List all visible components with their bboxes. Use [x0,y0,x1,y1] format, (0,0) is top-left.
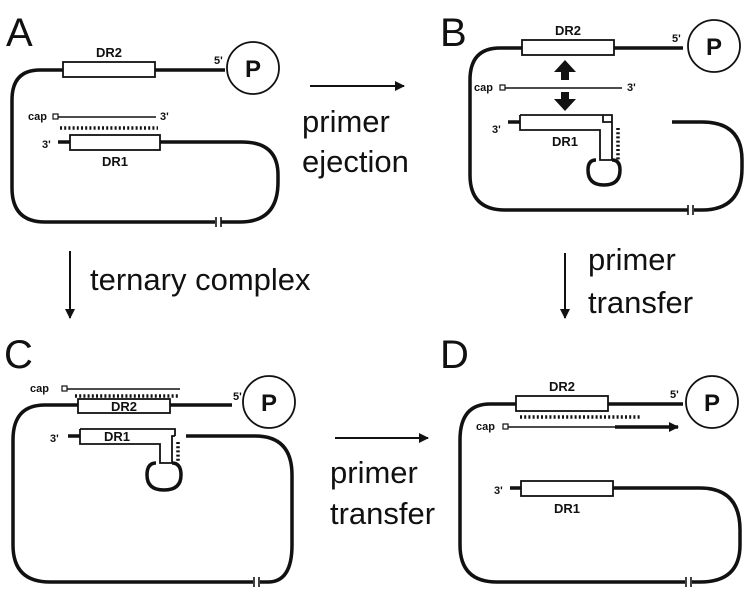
panel-c-letter: C [4,333,33,377]
panel-c-dr1-label: DR1 [104,429,130,444]
panel-a-dr1-box [69,134,161,151]
panel-c-protein-label: P [261,390,277,417]
panel-b-protein-label: P [706,34,722,61]
panel-a: A DR2 5' P cap 3' 3' DR1 [6,11,280,227]
panel-b-dr1-elbow [519,114,613,161]
panel-a-cap-marker [52,113,59,120]
panel-b-up-arrow [554,60,576,80]
panel-d-strand-three-prime: 3' [494,485,503,497]
panel-b: B DR2 5' P cap 3' 3' DR1 [440,11,744,215]
step-b-to-d-line-2: transfer [588,285,693,320]
step-a-to-b: primer ejection [302,81,409,179]
panel-d-circular-genome [458,402,742,584]
step-a-to-b-line-1: primer [302,104,390,139]
panel-d: D DR2 5' P cap 3' DR1 [440,333,742,587]
panel-a-primer-three-prime: 3' [160,111,169,123]
panel-d-letter: D [440,333,469,377]
panel-c-stem-loop [145,461,183,492]
step-c-to-d-line-2: transfer [330,496,435,531]
step-a-to-b-line-2: ejection [302,144,409,179]
panel-b-five-prime: 5' [672,33,681,45]
panel-b-letter: B [440,11,467,55]
panel-c-strand-three-prime: 3' [50,433,59,445]
panel-b-primer-three-prime: 3' [627,82,636,94]
panel-a-protein-circle [226,41,280,95]
panel-d-dr1-box [520,480,614,497]
panel-a-cap-label: cap [28,111,47,123]
panel-b-dr1-label: DR1 [552,134,578,149]
panel-d-five-prime: 5' [670,389,679,401]
panel-d-dr2-label: DR2 [549,379,575,394]
panel-b-protein-circle [687,19,741,73]
step-c-to-d-line-1: primer [330,455,418,490]
panel-a-circular-genome [10,68,280,224]
step-b-to-d: primer transfer [560,242,693,320]
panel-c-cap-marker [61,385,68,392]
step-a-to-c-line-1: ternary complex [90,262,311,297]
panel-a-letter: A [6,11,33,55]
panel-c-cap-label: cap [30,383,49,395]
panel-a-dr2-label: DR2 [96,45,122,60]
panel-d-protein-circle [685,375,739,429]
panel-b-dr2-label: DR2 [555,23,581,38]
panel-a-five-prime: 5' [214,55,223,67]
step-a-to-c: ternary complex [65,251,311,319]
panel-c-five-prime: 5' [233,391,242,403]
panel-c-dr2-label: DR2 [111,399,137,414]
panel-a-strand-three-prime: 3' [42,139,51,151]
panel-d-cap-label: cap [476,421,495,433]
panel-b-stem-loop [586,158,622,187]
panel-d-dr1-label: DR1 [554,501,580,516]
panel-a-dr1-label: DR1 [102,154,128,169]
panel-d-dr2-box [515,395,609,412]
panel-c-dr2-box [77,398,171,414]
panel-c-protein-circle [242,375,296,429]
panel-c-dr1-elbow [79,428,176,464]
panel-b-down-arrow [554,92,576,111]
panel-b-dr2-box [521,39,615,56]
panel-b-cap-marker [499,84,506,91]
step-c-to-d: primer transfer [330,433,435,531]
panel-a-dr2-box [62,61,156,78]
panel-a-protein-label: P [245,56,261,83]
panel-d-cap-marker [502,423,509,430]
panel-c: C cap DR2 5' P 3' DR1 [4,333,296,587]
step-b-to-d-line-1: primer [588,242,676,277]
panel-d-protein-label: P [704,390,720,417]
panel-b-strand-three-prime: 3' [492,124,501,136]
panel-b-cap-label: cap [474,82,493,94]
